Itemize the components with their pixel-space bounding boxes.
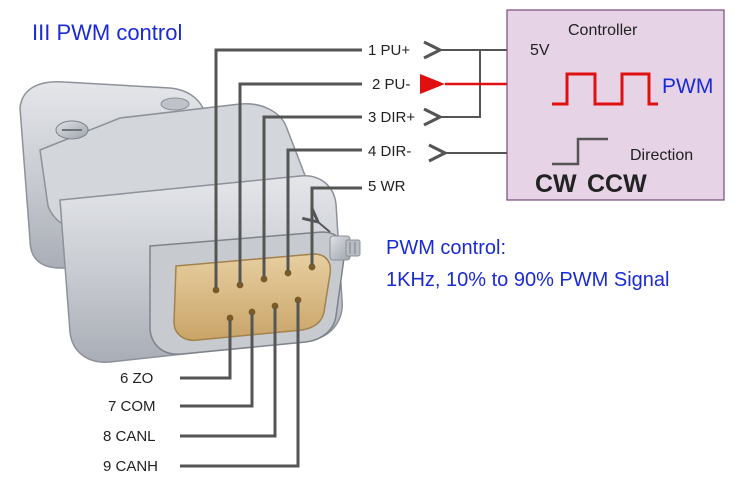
supply-label: 5V	[530, 42, 550, 59]
connector-pin-face	[173, 253, 332, 342]
arrow-5v-dir-plus	[440, 50, 481, 117]
pwm-waveform	[552, 72, 658, 106]
wire-pin-5	[310, 186, 362, 265]
pin-holes	[212, 263, 316, 322]
direction-label: Direction	[630, 147, 693, 164]
controller-title: Controller	[568, 22, 638, 39]
right-screw	[329, 235, 361, 261]
cw-label: CW	[535, 170, 577, 198]
wire-pin-3	[262, 115, 362, 277]
wire-pin-2	[238, 82, 362, 283]
pwm-label: PWM	[662, 75, 713, 98]
pin-3-label: 3 DIR+	[368, 109, 415, 126]
wire-pin-4	[286, 148, 362, 271]
arrow-pin-5	[318, 222, 331, 233]
ccw-label: CCW	[587, 170, 647, 198]
top-pin-wires	[214, 48, 362, 288]
wire-pin-8	[180, 308, 277, 438]
bottom-pin-wires	[180, 302, 300, 468]
controller-box: Controller 5V PWM Direction CW CCW	[506, 9, 725, 201]
pin-2-label: 2 PU-	[372, 76, 410, 93]
wire-pin-7	[180, 314, 254, 408]
wire-pin-6	[180, 320, 232, 380]
pin-4-label: 4 DIR-	[368, 143, 411, 160]
note-line-2: 1KHz, 10% to 90% PWM Signal	[386, 269, 669, 291]
diagram-title: III PWM control	[32, 20, 182, 45]
direction-waveform	[552, 137, 608, 166]
pin-7-label: 7 COM	[108, 398, 156, 415]
pin-6-label: 6 ZO	[120, 370, 153, 387]
pin-8-label: 8 CANL	[103, 428, 156, 445]
top-screw	[55, 120, 89, 140]
db9-connector-illustration	[19, 80, 361, 363]
pin-9-label: 9 CANH	[103, 458, 158, 475]
wire-pin-1	[214, 48, 362, 288]
pin-1-label: 1 PU+	[368, 42, 410, 59]
wire-pin-9	[180, 302, 300, 468]
note-line-1: PWM control:	[386, 237, 506, 259]
pin-5-label: 5 WR	[368, 178, 406, 195]
